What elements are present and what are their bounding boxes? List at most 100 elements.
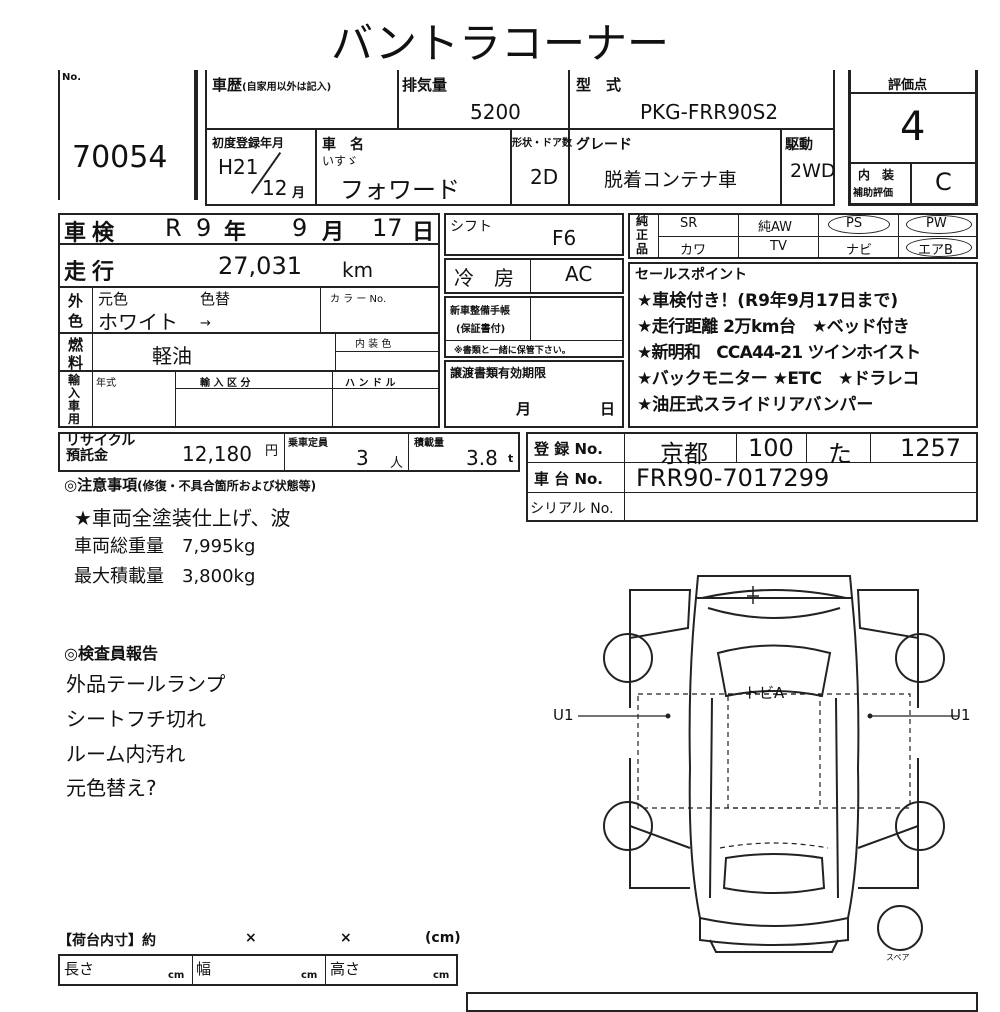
serial-label: シリアル No. (530, 501, 614, 517)
load-unit: t (508, 452, 514, 465)
equip-sr: SR (680, 216, 698, 231)
inspector-line-3: ルーム内汚れ (66, 742, 186, 766)
warranty-note: ※書類と一緒に保管下さい。 (454, 346, 571, 356)
fuel-value: 軽油 (152, 344, 192, 368)
bed-label: 【荷台内寸】約 (58, 933, 156, 949)
sales-label: セールスポイント (635, 267, 747, 283)
score-label: 評価点 (888, 78, 928, 93)
bed-cm: (cm) (425, 930, 461, 946)
note-line-3: 最大積載量 3,800kg (74, 566, 256, 587)
interior-label-2: 補助評価 (853, 188, 893, 199)
bottom-right-box (466, 992, 978, 1012)
capacity-value: 3 (356, 446, 369, 470)
fuel-side-2: 料 (68, 354, 84, 372)
bed-x1: × (245, 930, 257, 946)
bed-width-unit: cm (301, 970, 318, 981)
import-handle-label: ハ ン ド ル (345, 378, 396, 389)
note-line-1: ★車両全塗装仕上げ、波 (74, 506, 291, 530)
ac-value: AC (565, 262, 593, 286)
chassis-label: 車 台 No. (534, 470, 604, 488)
doors-value: 2D (530, 165, 559, 189)
chassis-value: FRR90-7017299 (636, 464, 830, 492)
drive-label: 駆動 (785, 137, 813, 153)
equip-navi: ナビ (846, 243, 873, 258)
car-name: フォワード (340, 176, 460, 204)
equip-leather: カワ (680, 243, 707, 258)
import-side-label: 輸入車用 (68, 373, 81, 426)
mileage-label: 走行 (64, 260, 121, 285)
note-line-2: 車両総重量 7,995kg (74, 536, 256, 557)
inspection-label: 車検 (64, 221, 121, 246)
color-change-label: 色替 (200, 290, 231, 308)
bed-x2: × (340, 930, 352, 946)
equip-airbag-circle (906, 238, 972, 257)
bed-height-label: 高さ (330, 960, 361, 978)
warranty-label-1: 新車整備手帳 (450, 306, 510, 317)
warranty-box (444, 296, 624, 358)
transfer-label: 譲渡書類有効期限 (450, 366, 547, 380)
first-reg-label: 初度登録年月 (212, 136, 285, 150)
inspection-year-unit: 年 (224, 220, 247, 245)
reg-class: 100 (748, 434, 794, 462)
shift-label: シフト (450, 219, 492, 235)
inspection-year: 9 (196, 214, 212, 242)
recycle-label: リサイクル預託金 (66, 433, 136, 464)
vehicle-info-table (58, 213, 440, 428)
bed-length-label: 長さ (64, 960, 95, 978)
transfer-box (444, 360, 624, 428)
model-value: PKG-FRR90S2 (640, 100, 779, 124)
warranty-label-2: (保証書付) (456, 324, 506, 335)
equip-tv: TV (770, 239, 787, 254)
recycle-unit: 円 (265, 444, 279, 459)
score-value: 4 (900, 104, 926, 150)
equip-pw-circle (906, 215, 972, 234)
score-box (848, 70, 978, 206)
page-title: バントラコーナー (330, 19, 670, 68)
name-label: 車 名 (322, 137, 364, 153)
recycle-value: 12,180 (182, 442, 252, 466)
displacement-label: 排気量 (402, 76, 448, 94)
lot-number: 70054 (72, 140, 168, 175)
inspector-line-1: 外品テールランプ (66, 672, 226, 696)
interior-value: C (935, 168, 952, 196)
mileage-value: 27,031 (218, 252, 302, 280)
bed-width-label: 幅 (196, 960, 212, 978)
sales-point-5: ★油圧式スライドリアバンパー (637, 395, 874, 415)
displacement-value: 5200 (470, 100, 521, 124)
capacity-unit: 人 (390, 456, 404, 471)
interior-label-1: 内 装 (858, 168, 895, 182)
registration-table (526, 432, 978, 522)
bed-length-unit: cm (168, 970, 185, 981)
import-year-label: 年式 (96, 378, 116, 389)
color-value: ホワイト (98, 310, 178, 334)
equipment-side: 純正品 (636, 214, 649, 256)
interior-color-label: 内 装 色 (355, 339, 392, 350)
reg-kana: た (828, 440, 852, 468)
transfer-day-unit: 日 (600, 400, 616, 418)
vehicle-diagram (578, 575, 958, 953)
transfer-month-unit: 月 (516, 400, 532, 418)
recycle-box (58, 432, 520, 472)
grade-value: 脱着コンテナ車 (604, 169, 738, 191)
color-arrow: → (200, 316, 211, 331)
load-value: 3.8 (466, 446, 498, 470)
model-label: 型 式 (576, 76, 622, 94)
inspector-label: ◎検査員報告 (64, 644, 158, 663)
color-side-2: 色 (68, 312, 84, 330)
inspection-month: 9 (292, 214, 308, 242)
equip-pw: PW (926, 216, 947, 231)
equip-ps: PS (846, 216, 863, 231)
load-label: 積載量 (414, 438, 444, 449)
bed-height-unit: cm (433, 970, 450, 981)
reg-label: 登 録 No. (534, 440, 604, 458)
sales-point-4: ★バックモニター ★ETC ★ドラレコ (637, 369, 919, 389)
equip-aw: 純AW (758, 220, 793, 235)
sales-point-3: ★新明和 CCA44-21 ツインホイスト (637, 343, 921, 363)
ac-box (444, 258, 624, 294)
fuel-side-1: 燃 (68, 336, 84, 354)
reg-number: 1257 (900, 434, 962, 462)
original-color-label: 元色 (98, 290, 129, 308)
month-unit: 月 (292, 186, 306, 201)
shift-value: F6 (552, 226, 577, 250)
equip-ps-circle (828, 215, 890, 234)
